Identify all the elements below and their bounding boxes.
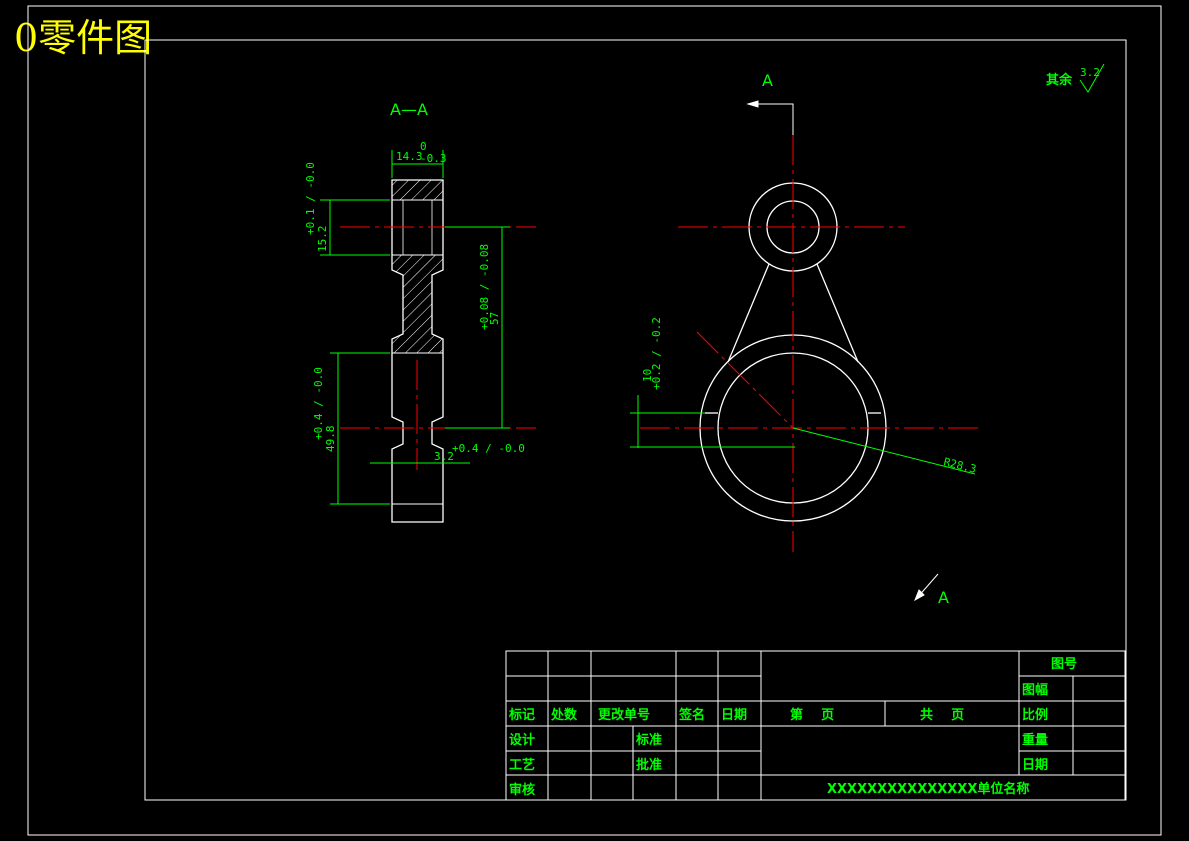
- dim-radius: R28.3: [942, 455, 977, 476]
- roughness-label: 其余: [1046, 72, 1073, 88]
- dim-left-upper-tol: +0.1 / -0.0: [304, 162, 317, 235]
- tb-craft: 工艺: [509, 757, 535, 773]
- tb-drawing-no: 图号: [1051, 657, 1077, 672]
- tb-review: 审核: [509, 782, 535, 798]
- dim-left-lower-tol: +0.4 / -0.0: [312, 367, 325, 440]
- section-arrow-top: [746, 100, 794, 135]
- tb-date-col: 日期: [721, 708, 747, 723]
- dim-offset-tol: +0.2 / -0.2: [650, 317, 663, 390]
- dim-groove: 3.2: [434, 450, 454, 463]
- dim-width-top-tol-lower: -0.3: [420, 152, 447, 165]
- tb-page-no: 第 页: [790, 707, 834, 723]
- dim-width-top-tol-upper: 0: [420, 140, 427, 153]
- section-view: [340, 179, 536, 523]
- roughness-symbol: [1079, 63, 1105, 93]
- tb-change-no: 更改单号: [598, 707, 650, 723]
- front-dimensions: [630, 395, 976, 475]
- tb-mark: 标记: [508, 707, 535, 723]
- tb-design: 设计: [509, 732, 535, 748]
- dim-center-distance-tol: +0.08 / -0.08: [478, 244, 491, 330]
- tb-signature: 签名: [678, 707, 705, 723]
- outer-border: [27, 5, 1162, 836]
- tb-page-total: 共 页: [920, 707, 964, 723]
- view-arrow-bottom: [914, 573, 939, 602]
- dim-center-distance: 57: [488, 312, 501, 325]
- section-dimensions: [320, 150, 510, 505]
- tb-count: 处数: [550, 707, 578, 723]
- tb-scale: 比例: [1022, 707, 1048, 723]
- title-block: [505, 650, 1126, 801]
- front-centerlines: [640, 135, 978, 552]
- tb-standard: 标准: [635, 732, 662, 748]
- inner-border: [144, 39, 1127, 801]
- view-arrow-label-bottom: A: [938, 588, 949, 607]
- drawing-title: 0零件图: [14, 16, 153, 60]
- dim-left-upper: 15.2: [316, 226, 329, 253]
- tb-weight: 重量: [1022, 732, 1048, 748]
- dim-offset: 10: [641, 369, 654, 382]
- section-label: A—A: [390, 100, 428, 119]
- dim-width-top: 14.3: [396, 150, 423, 163]
- tb-approve: 批准: [636, 757, 662, 773]
- dim-left-lower: 49.8: [324, 426, 337, 453]
- tb-unit-name: XXXXXXXXXXXXXXX单位名称: [827, 781, 1029, 797]
- dim-groove-tol: +0.4 / -0.0: [452, 442, 525, 455]
- tb-sheet: 图幅: [1022, 682, 1048, 698]
- section-arrow-label-top: A: [762, 71, 773, 90]
- tb-date: 日期: [1022, 758, 1048, 773]
- roughness-value: 3.2: [1080, 66, 1100, 79]
